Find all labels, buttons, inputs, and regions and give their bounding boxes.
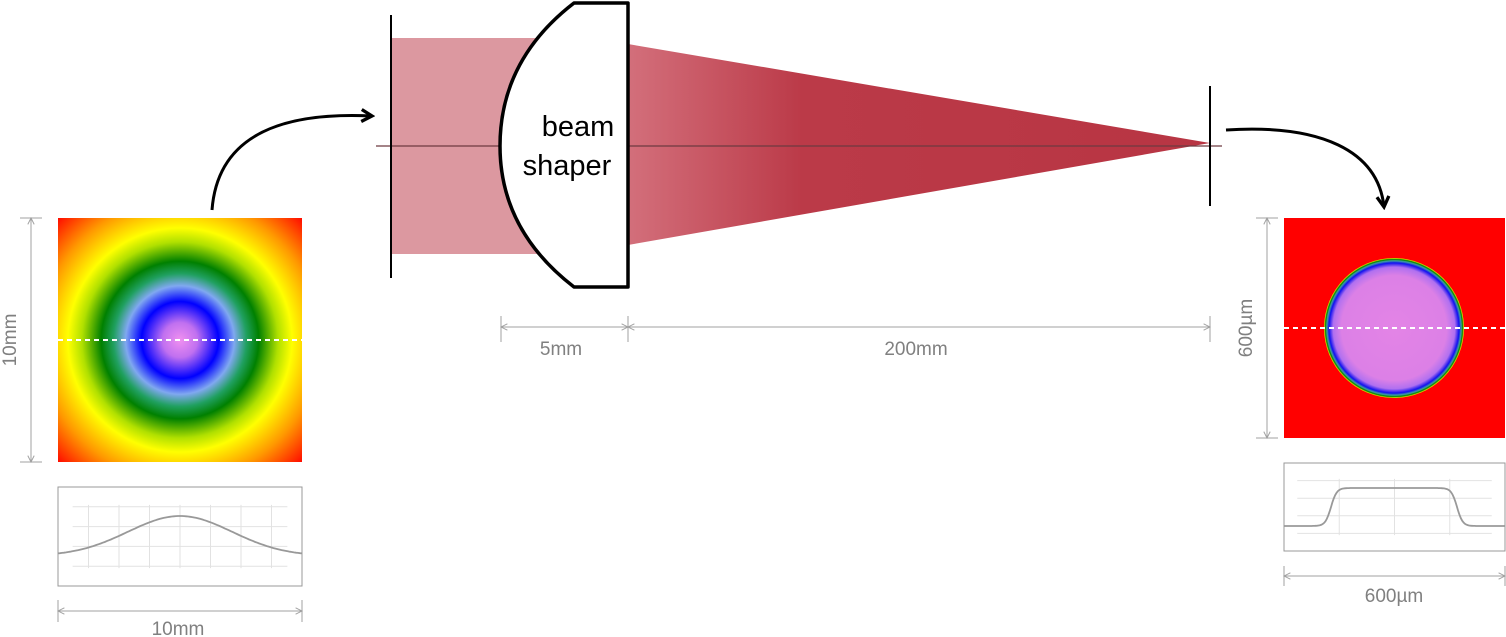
beam-shaper-lens: [498, 1, 630, 289]
lens-label-line2: shaper: [523, 150, 612, 182]
output-profile-grid: [1297, 478, 1492, 536]
input-height-label: 10mm: [0, 314, 21, 367]
focus-distance-label: 200mm: [884, 339, 947, 360]
lens-distance-label: 5mm: [540, 339, 582, 360]
input-to-lens-arrow: [210, 115, 372, 211]
output-width-label: 600µm: [1365, 586, 1423, 607]
lens-label-line1: beam: [542, 111, 615, 143]
focus-to-output-arrow: [1225, 127, 1384, 207]
input-profile-plot: [57, 486, 303, 587]
input-width-label: 10mm: [152, 619, 205, 637]
input-profile-curve: [57, 515, 303, 555]
output-profile-plot: [1283, 462, 1506, 552]
output-profile-curve: [1284, 487, 1505, 527]
focused-beam-cone: [628, 44, 1210, 245]
output-height-label: 600µm: [1236, 299, 1257, 357]
